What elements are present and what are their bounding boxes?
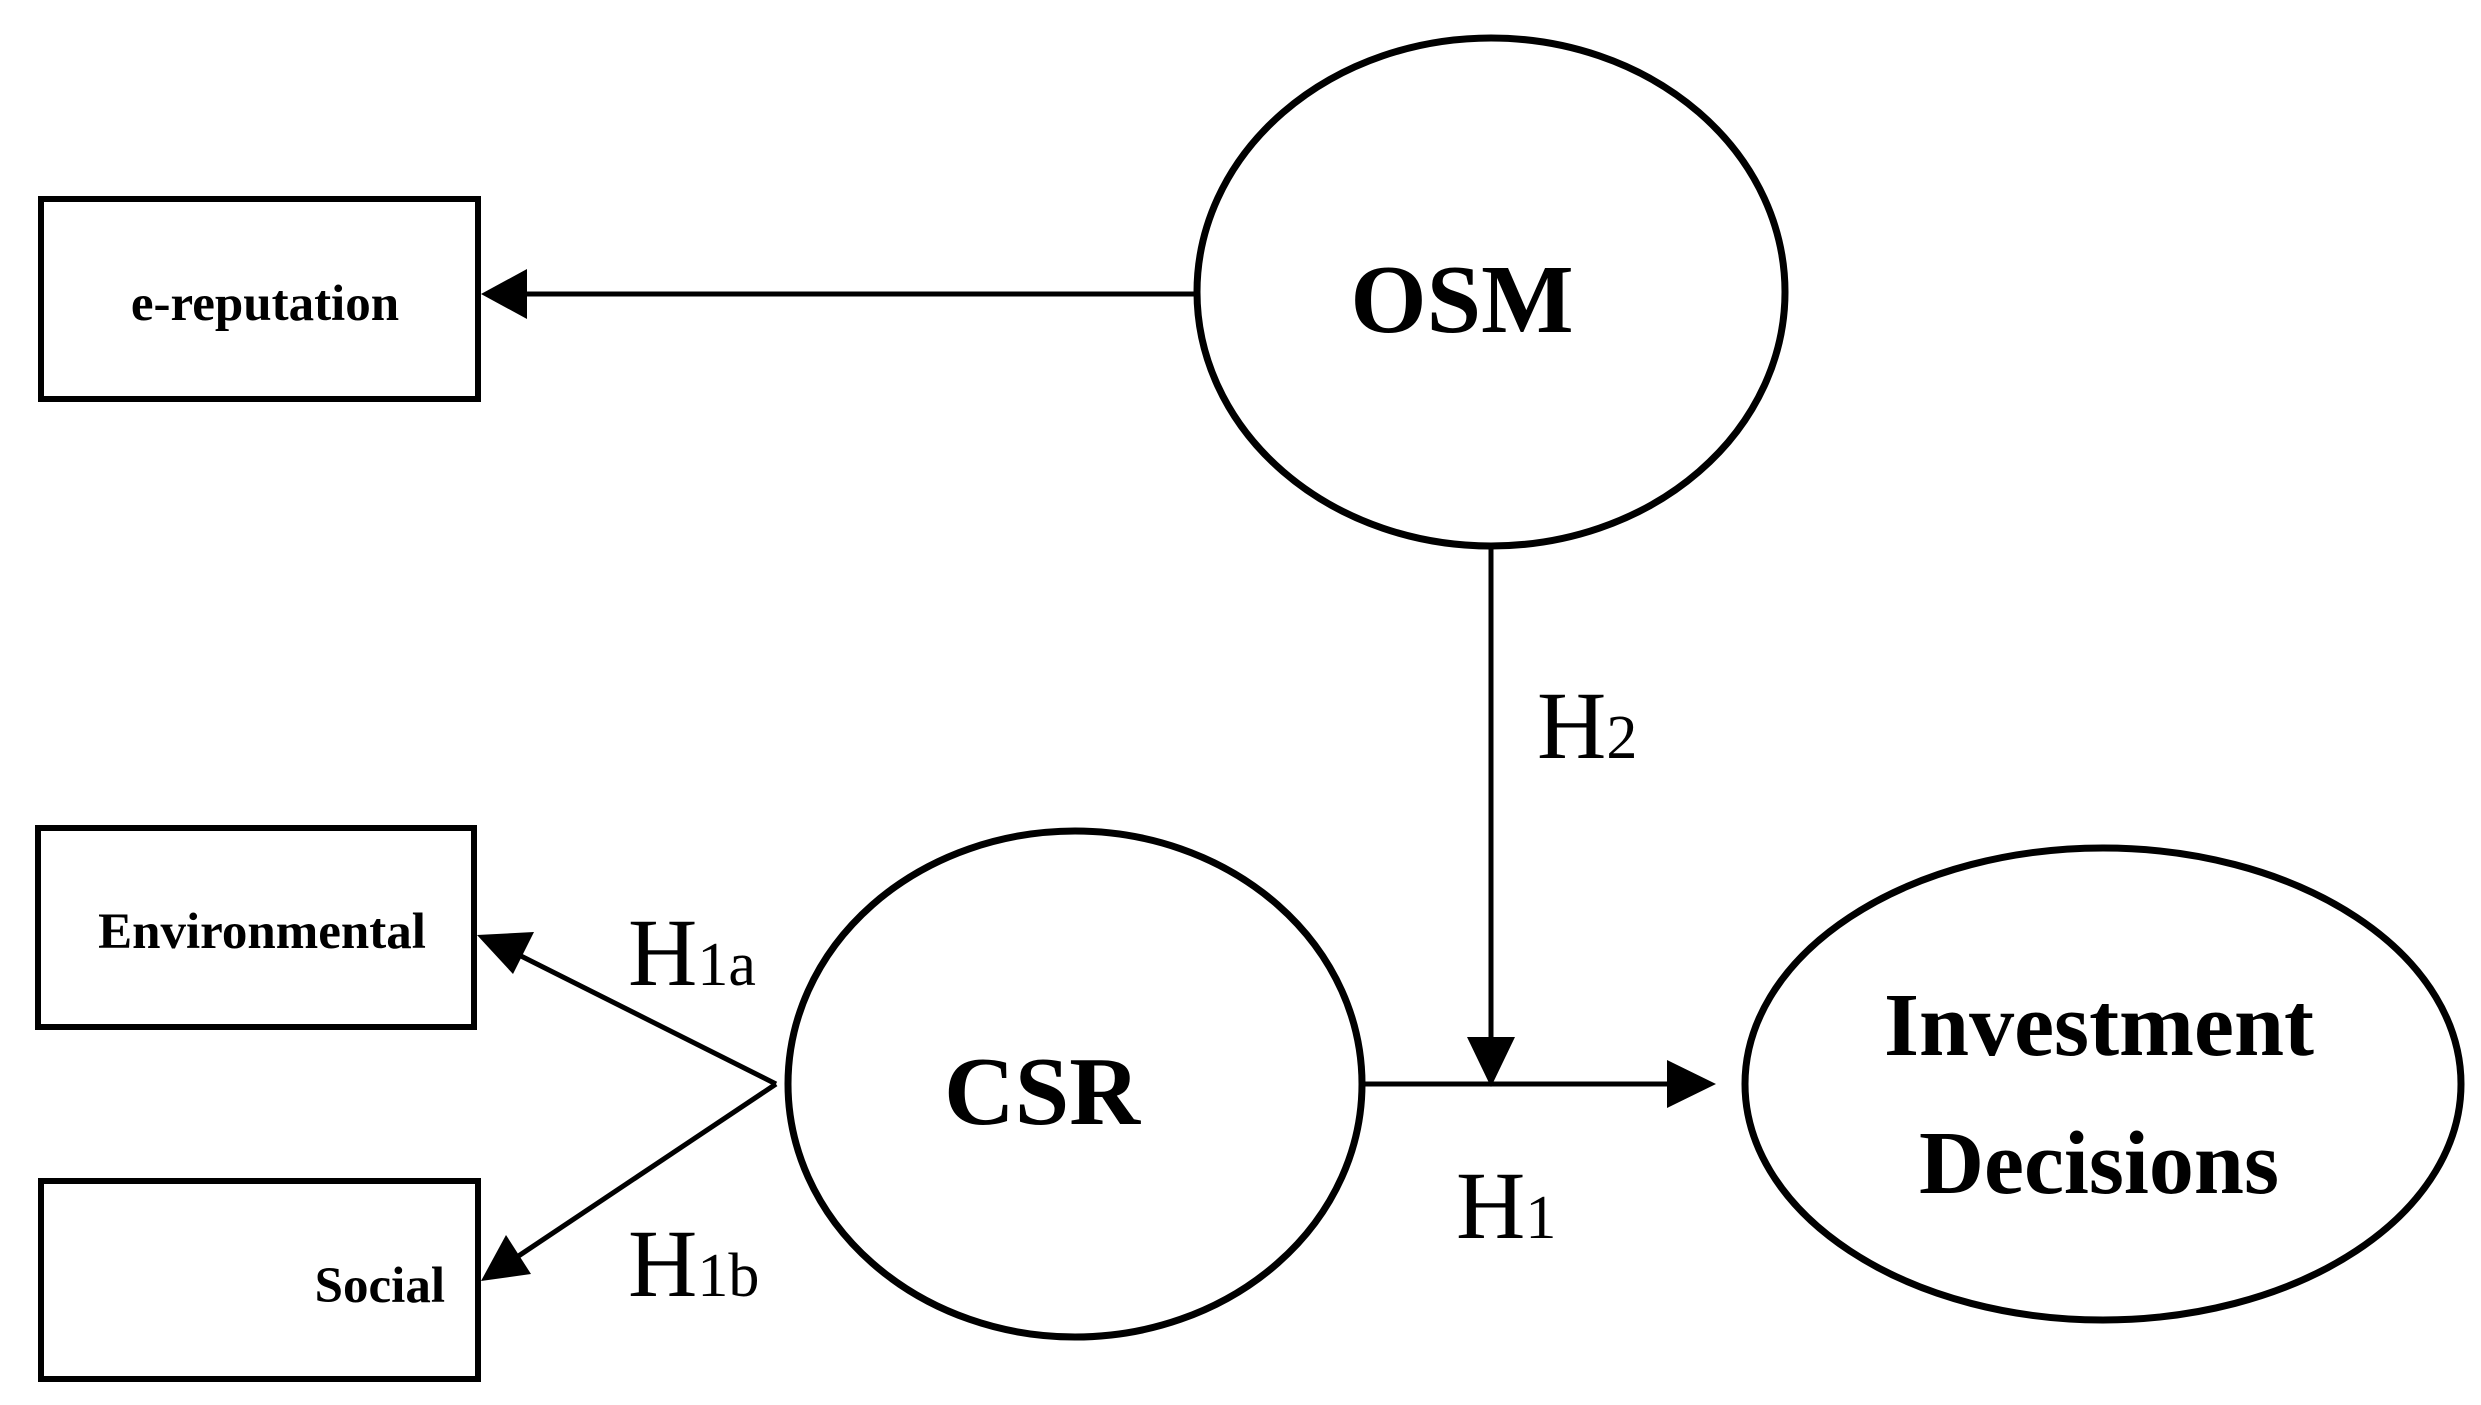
- h1-label: H1: [1456, 1152, 1556, 1259]
- arrowhead-e-reputation: [481, 269, 527, 319]
- osm-label: OSM: [1350, 246, 1573, 354]
- investment-decisions-construct: Investment Decisions: [1741, 844, 2465, 1324]
- h1b-letter: H: [628, 1210, 697, 1317]
- social-label: Social: [315, 1258, 445, 1314]
- h1b-label: H1b: [628, 1210, 759, 1317]
- environmental-box: Environmental: [35, 825, 477, 1030]
- osm-construct: OSM: [1193, 34, 1789, 550]
- arrowhead-moderation: [1467, 1037, 1515, 1087]
- h1-subscript: 1: [1525, 1184, 1556, 1252]
- h1a-label: H1a: [628, 899, 756, 1006]
- e-reputation-box: e-reputation: [38, 196, 481, 402]
- h2-label: H2: [1537, 672, 1637, 779]
- arrowhead-social: [481, 1235, 531, 1281]
- h1-letter: H: [1456, 1152, 1525, 1259]
- arrow-csr-to-social: [515, 1081, 778, 1260]
- e-reputation-label: e-reputation: [131, 276, 399, 332]
- environmental-label: Environmental: [98, 904, 426, 960]
- arrow-csr-to-environmental: [513, 950, 778, 1087]
- h1b-subscript: 1b: [697, 1242, 759, 1310]
- arrows: [477, 269, 1716, 1281]
- h1a-subscript: 1a: [697, 931, 756, 999]
- arrowhead-environmental: [477, 932, 534, 974]
- investment-label: Investment: [1884, 976, 2314, 1075]
- decisions-label: Decisions: [1919, 1114, 2279, 1213]
- h2-subscript: 2: [1606, 704, 1637, 772]
- arrowhead-investment: [1667, 1060, 1716, 1108]
- h1a-letter: H: [628, 899, 697, 1006]
- h2-letter: H: [1537, 672, 1606, 779]
- csr-label: CSR: [944, 1038, 1141, 1146]
- social-box: Social: [38, 1178, 481, 1382]
- csr-construct: CSR: [784, 827, 1366, 1341]
